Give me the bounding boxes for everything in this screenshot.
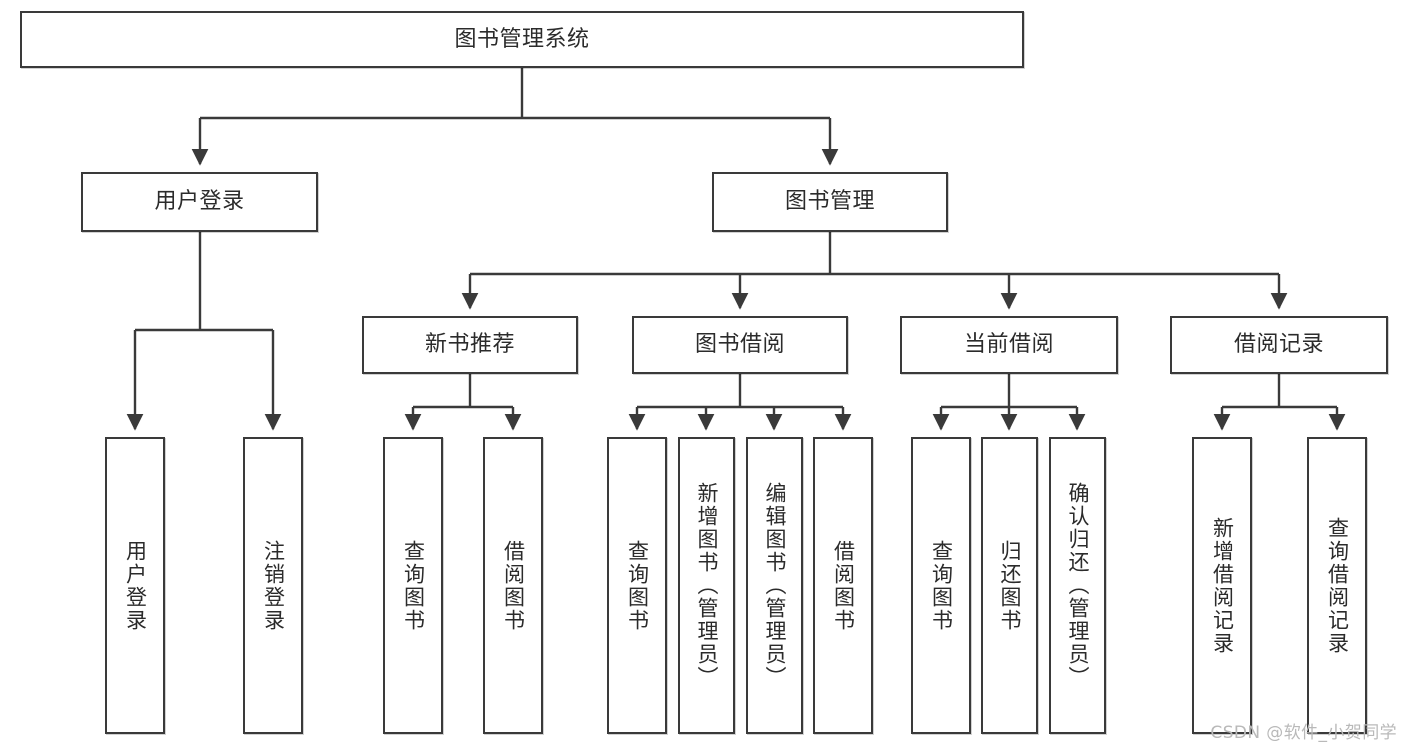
node-leaf-query-record[interactable]: 查询借阅记录	[1307, 437, 1367, 734]
node-leaf-logout-login-label: 注销登录	[261, 539, 286, 632]
node-borrow-record[interactable]: 借阅记录	[1170, 316, 1388, 374]
node-leaf-borrow-book-1-label: 借阅图书	[501, 539, 526, 632]
node-user-login-label: 用户登录	[154, 189, 245, 215]
node-new-book-rec-label: 新书推荐	[424, 332, 515, 358]
node-leaf-user-login-label: 用户登录	[123, 539, 148, 632]
node-book-borrow-label: 图书借阅	[694, 332, 785, 358]
node-leaf-return-book-label: 归还图书	[998, 539, 1022, 632]
node-root[interactable]: 图书管理系统	[20, 11, 1024, 68]
node-book-borrow[interactable]: 图书借阅	[632, 316, 848, 374]
node-leaf-user-login[interactable]: 用户登录	[105, 437, 165, 734]
node-leaf-query-book-3-label: 查询图书	[929, 539, 954, 632]
node-leaf-return-book[interactable]: 归还图书	[981, 437, 1038, 734]
node-leaf-query-book-2[interactable]: 查询图书	[607, 437, 667, 734]
node-leaf-edit-book-label: 编辑图书（管理员）	[763, 482, 787, 689]
node-leaf-borrow-book-2[interactable]: 借阅图书	[813, 437, 873, 734]
node-leaf-add-record[interactable]: 新增借阅记录	[1192, 437, 1252, 734]
node-leaf-borrow-book-1[interactable]: 借阅图书	[483, 437, 543, 734]
node-leaf-query-book-3[interactable]: 查询图书	[911, 437, 971, 734]
node-book-manage-label: 图书管理	[784, 189, 875, 215]
node-book-manage[interactable]: 图书管理	[712, 172, 948, 232]
node-leaf-add-record-label: 新增借阅记录	[1210, 516, 1235, 655]
node-current-borrow-label: 当前借阅	[963, 332, 1054, 358]
node-leaf-logout-login[interactable]: 注销登录	[243, 437, 303, 734]
node-borrow-record-label: 借阅记录	[1233, 332, 1324, 358]
node-current-borrow[interactable]: 当前借阅	[900, 316, 1118, 374]
node-leaf-query-book-2-label: 查询图书	[625, 539, 650, 632]
node-leaf-confirm-return[interactable]: 确认归还（管理员）	[1049, 437, 1106, 734]
node-leaf-query-record-label: 查询借阅记录	[1325, 516, 1350, 655]
node-leaf-add-book[interactable]: 新增图书（管理员）	[678, 437, 735, 734]
node-leaf-borrow-book-2-label: 借阅图书	[831, 539, 856, 632]
node-root-label: 图书管理系统	[454, 26, 590, 52]
node-leaf-query-book-1-label: 查询图书	[401, 539, 426, 632]
node-leaf-add-book-label: 新增图书（管理员）	[695, 482, 719, 689]
node-leaf-query-book-1[interactable]: 查询图书	[383, 437, 443, 734]
node-user-login[interactable]: 用户登录	[81, 172, 318, 232]
node-leaf-edit-book[interactable]: 编辑图书（管理员）	[746, 437, 803, 734]
node-leaf-confirm-return-label: 确认归还（管理员）	[1066, 482, 1090, 689]
node-new-book-rec[interactable]: 新书推荐	[362, 316, 578, 374]
